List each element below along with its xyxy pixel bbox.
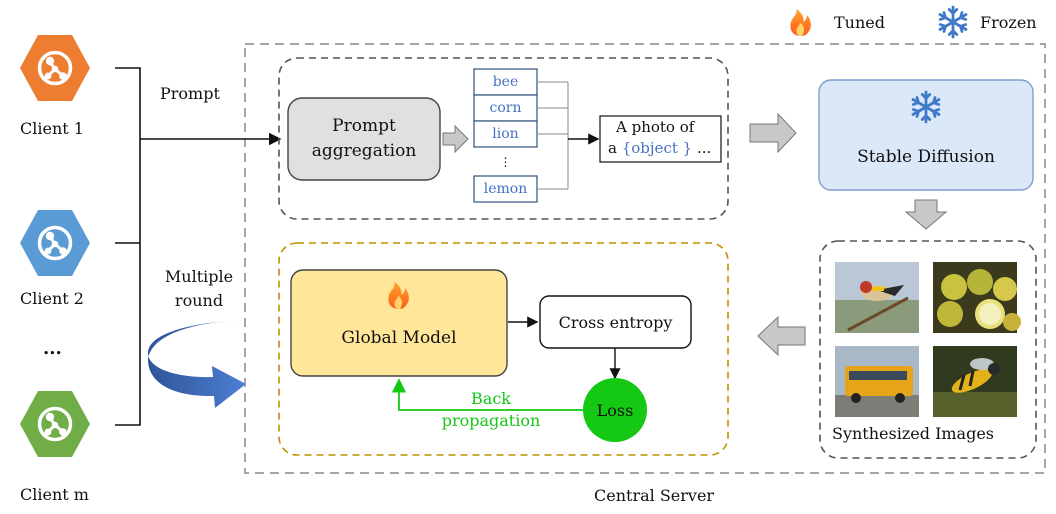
template-line1: A photo of [616, 118, 695, 136]
training-group [278, 242, 729, 456]
prompt-aggregation-label: Prompt aggregation [288, 98, 440, 180]
images-to-training-arrow [757, 315, 806, 357]
keyword-bee: bee [492, 74, 519, 90]
synthesized-images-group [819, 240, 1037, 459]
loss-label: Loss [596, 400, 634, 420]
keyword-lemon: lemon [483, 181, 528, 197]
keyword-lion: lion [492, 126, 519, 142]
synthesized-image-lemons [933, 262, 1021, 333]
back-propagation-label: Back propagation [426, 388, 556, 431]
back-propagation-line1: Back [471, 389, 511, 408]
keyword-corn: corn [489, 100, 522, 116]
synthesized-image-school-bus [835, 346, 919, 417]
prompt-aggregation-group [278, 57, 729, 220]
multiple-round-label: Multiple round [158, 265, 240, 313]
legend-frozen-label: Frozen [980, 13, 1037, 32]
back-propagation-line2: propagation [441, 410, 541, 430]
client-m-label: Client m [20, 485, 89, 504]
keyword-box-list [473, 68, 538, 203]
template-prefix: a [608, 139, 617, 157]
stable-diffusion-label: Stable Diffusion [857, 147, 995, 167]
client-bracket-lines [115, 67, 141, 426]
prompt-aggregation-box [287, 97, 441, 181]
frozen-snowflake-icon [938, 5, 968, 39]
aggregation-to-keywords-arrow [442, 124, 469, 154]
multiple-round-line1: Multiple [164, 267, 234, 286]
global-model-box [290, 269, 508, 377]
prompt-aggregation-line2: aggregation [311, 141, 417, 161]
client-2-label: Client 2 [20, 289, 84, 308]
loss-node [583, 378, 647, 442]
prompt-aggregation-line1: Prompt [332, 116, 396, 137]
clients-ellipsis: ... [43, 338, 62, 359]
legend-tuned-label: Tuned [834, 13, 885, 32]
prompt-template-box [599, 115, 722, 163]
stable-diffusion-box [818, 79, 1034, 191]
keywords-ellipsis: ⋮ [499, 155, 512, 169]
client-1-hexagon-icon [20, 35, 90, 101]
prompt-label: Prompt [160, 84, 220, 103]
synthesized-image-bird [835, 262, 919, 333]
template-placeholder: {object } [621, 139, 693, 157]
to-stable-diffusion-arrow [749, 112, 797, 154]
synthesized-images-label: Synthesized Images [832, 424, 995, 443]
central-server-label: Central Server [594, 486, 715, 505]
client-1-label: Client 1 [20, 119, 84, 138]
cross-entropy-label: Cross entropy [558, 312, 673, 332]
central-server-frame [244, 43, 1046, 474]
global-model-label: Global Model [341, 328, 457, 348]
client-m-hexagon-icon [20, 391, 90, 457]
back-propagation-arrow [391, 378, 583, 411]
tuned-flame-icon [790, 9, 811, 36]
multiple-round-line2: round [174, 291, 224, 310]
multiple-round-curved-arrow [147, 320, 246, 408]
keyword-connector-lines [537, 81, 569, 190]
template-line2: a {object } ... [608, 141, 711, 156]
template-suffix: ... [696, 139, 712, 157]
to-synthesized-images-arrow [904, 199, 948, 230]
client-2-hexagon-icon [20, 210, 90, 276]
synthesized-image-bee [933, 346, 1017, 417]
